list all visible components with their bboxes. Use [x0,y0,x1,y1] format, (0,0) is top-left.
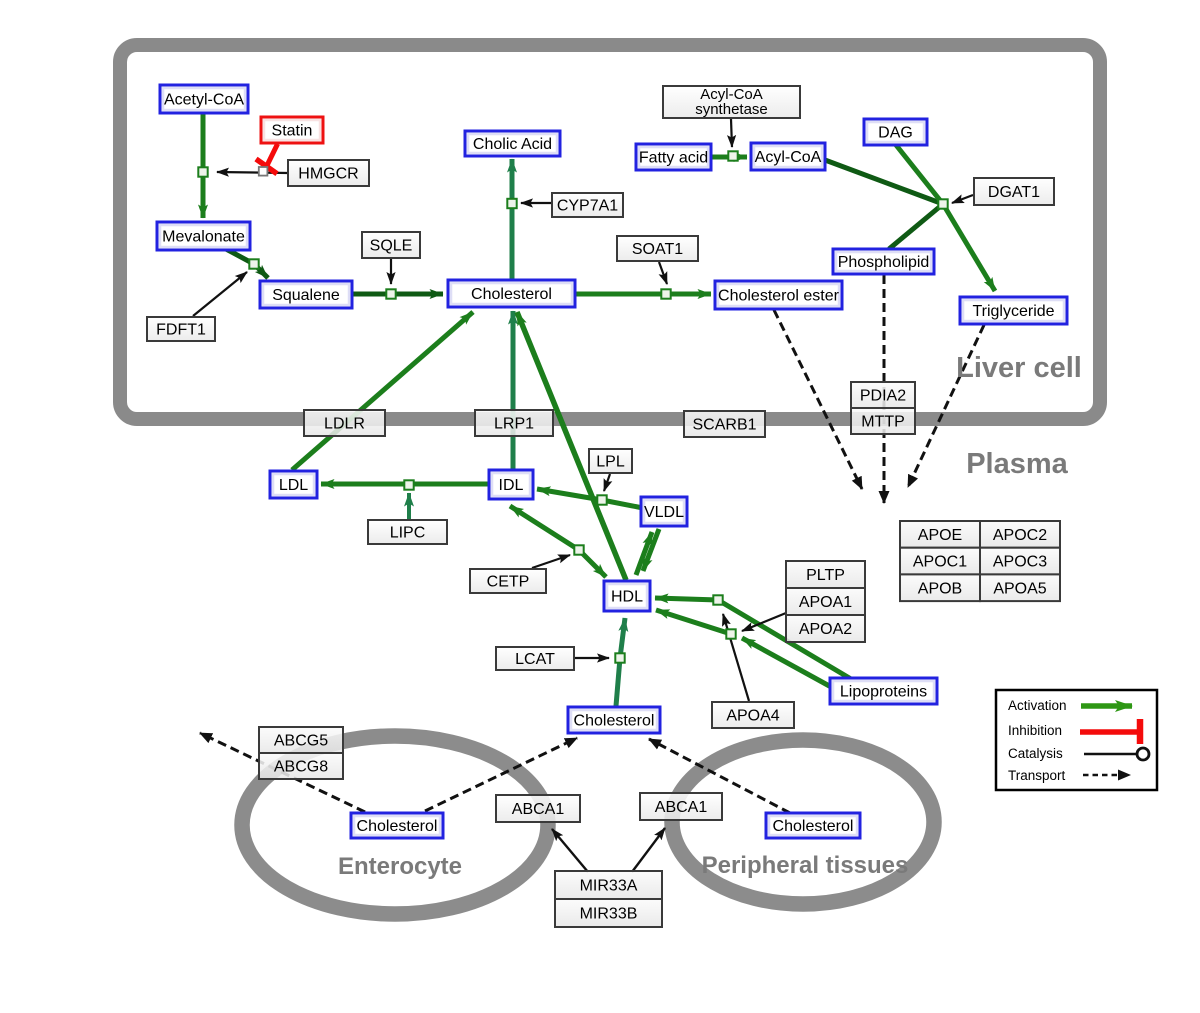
svg-text:IDL: IDL [499,477,524,494]
svg-text:Statin: Statin [272,123,313,140]
svg-text:MTTP: MTTP [861,414,905,431]
svg-text:Acyl-CoA: Acyl-CoA [700,86,763,103]
svg-text:LIPC: LIPC [390,525,426,542]
svg-text:Squalene: Squalene [272,287,340,304]
svg-text:LCAT: LCAT [515,651,555,668]
svg-text:Cholesterol: Cholesterol [773,818,854,835]
svg-text:MIR33B: MIR33B [580,906,638,923]
svg-text:Acetyl-CoA: Acetyl-CoA [164,92,244,109]
svg-text:APOA2: APOA2 [799,621,852,638]
svg-text:VLDL: VLDL [644,504,684,521]
svg-text:LDL: LDL [279,477,308,494]
svg-text:APOA5: APOA5 [993,580,1046,597]
svg-text:Cholic Acid: Cholic Acid [473,136,552,153]
svg-text:Phospholipid: Phospholipid [838,254,930,271]
svg-text:SQLE: SQLE [370,238,413,255]
svg-text:DAG: DAG [878,125,913,142]
svg-text:Cholesterol: Cholesterol [574,713,655,730]
svg-text:PLTP: PLTP [806,567,845,584]
svg-text:APOB: APOB [918,580,962,597]
svg-text:ABCG5: ABCG5 [274,733,328,750]
svg-text:Activation: Activation [1008,698,1067,713]
svg-text:SCARB1: SCARB1 [692,417,756,434]
svg-text:CETP: CETP [487,574,530,591]
svg-text:Triglyceride: Triglyceride [972,303,1054,320]
svg-text:Mevalonate: Mevalonate [162,229,245,246]
svg-text:Inhibition: Inhibition [1008,723,1062,738]
svg-text:Cholesterol ester: Cholesterol ester [718,288,840,305]
svg-text:CYP7A1: CYP7A1 [557,198,618,215]
svg-text:Acyl-CoA: Acyl-CoA [755,149,822,166]
svg-text:FDFT1: FDFT1 [156,322,206,339]
svg-text:Enterocyte: Enterocyte [338,853,462,880]
svg-text:LPL: LPL [596,454,625,471]
svg-text:APOC3: APOC3 [993,554,1047,571]
svg-text:SOAT1: SOAT1 [632,241,683,258]
svg-text:LRP1: LRP1 [494,416,534,433]
svg-text:ABCG8: ABCG8 [274,759,328,776]
svg-text:ABCA1: ABCA1 [655,799,708,816]
svg-text:Fatty acid: Fatty acid [639,150,708,167]
svg-text:APOA1: APOA1 [799,594,852,611]
svg-text:APOC1: APOC1 [913,554,967,571]
svg-text:Cholesterol: Cholesterol [471,286,552,303]
svg-text:APOA4: APOA4 [726,708,779,725]
svg-text:MIR33A: MIR33A [580,878,638,895]
svg-text:Transport: Transport [1008,768,1066,783]
svg-text:Catalysis: Catalysis [1008,746,1063,761]
svg-text:Plasma: Plasma [966,448,1068,480]
svg-text:APOE: APOE [918,527,962,544]
svg-text:DGAT1: DGAT1 [988,184,1040,201]
svg-text:PDIA2: PDIA2 [860,388,906,405]
svg-text:synthetase: synthetase [695,101,768,118]
svg-text:LDLR: LDLR [324,416,365,433]
svg-text:Cholesterol: Cholesterol [357,818,438,835]
svg-text:HDL: HDL [611,589,643,606]
svg-text:Liver cell: Liver cell [956,352,1082,384]
svg-text:Lipoproteins: Lipoproteins [840,684,927,701]
svg-text:ABCA1: ABCA1 [512,801,565,818]
svg-text:HMGCR: HMGCR [298,166,358,183]
svg-text:Peripheral tissues: Peripheral tissues [702,852,909,879]
svg-text:APOC2: APOC2 [993,527,1047,544]
